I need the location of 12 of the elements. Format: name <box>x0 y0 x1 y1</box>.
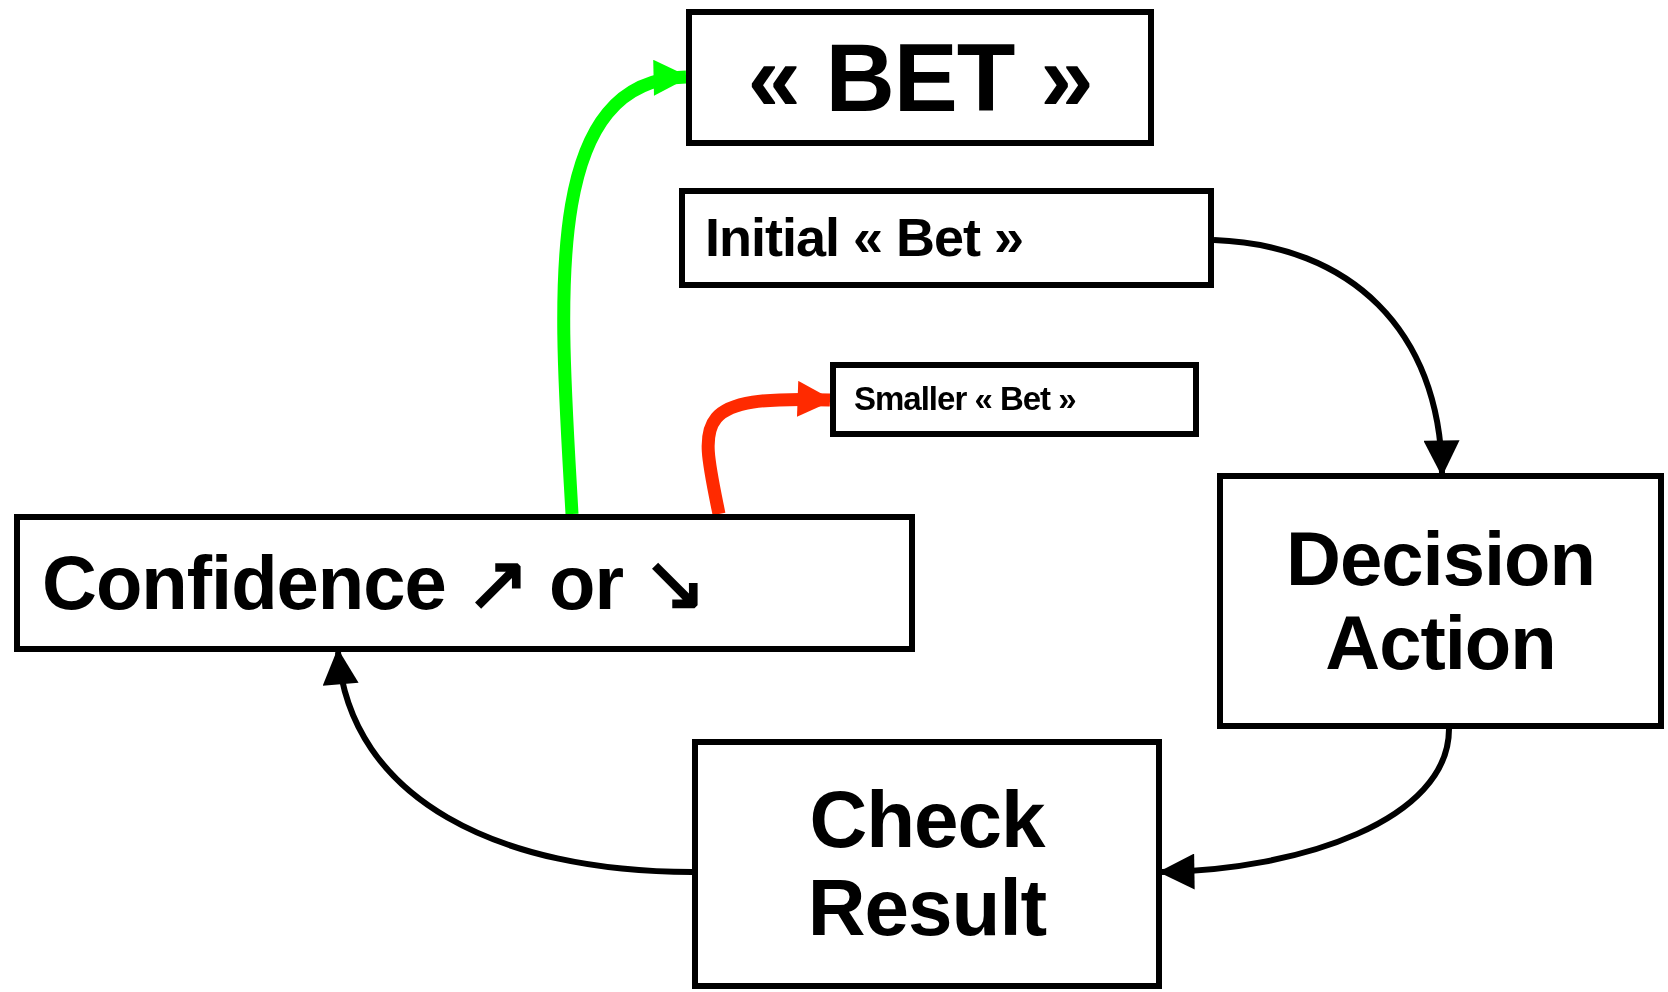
box-label: Check Result <box>807 776 1047 952</box>
box-label: « BET » <box>747 24 1093 131</box>
process-box <box>692 739 1162 989</box>
process-box <box>679 188 1214 288</box>
process-box <box>14 514 915 652</box>
box-label: Smaller « Bet » <box>854 381 1076 418</box>
box-label: Initial « Bet » <box>705 208 1024 268</box>
process-box <box>686 9 1154 146</box>
box-label: Confidence ↗ or ↘ <box>42 541 707 625</box>
process-box <box>1217 473 1664 729</box>
process-box <box>830 362 1199 437</box>
box-label: Decision Action <box>1286 517 1595 685</box>
